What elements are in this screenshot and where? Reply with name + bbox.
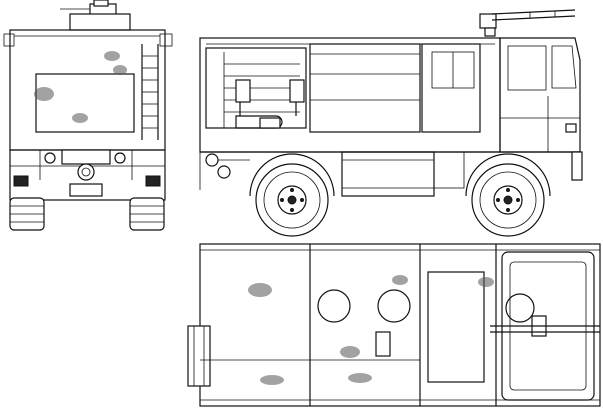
windscreen [551, 45, 577, 89]
front-wheel-arch [465, 153, 551, 197]
side-tank [309, 43, 421, 133]
side-monitor [479, 9, 576, 37]
hose-tray [427, 271, 485, 383]
rear-panel [35, 73, 135, 133]
front-bumper [571, 151, 583, 181]
rear-right-tyres [129, 197, 165, 231]
cab-door-window [507, 45, 547, 91]
rear-pump-connections [39, 149, 133, 197]
rear-ladder [141, 44, 159, 140]
rear-crew-cab [421, 43, 481, 133]
side-cab [499, 37, 581, 153]
front-wheel [471, 163, 545, 237]
side-lower-locker [341, 151, 435, 197]
side-view [199, 9, 583, 237]
rear-platform [187, 325, 391, 387]
locker-shelves [224, 63, 300, 113]
roof-hatch-left [317, 289, 351, 323]
roof-hatch-right [377, 289, 411, 323]
side-pump-piping [235, 79, 305, 129]
top-monitor [490, 293, 600, 337]
top-view [187, 243, 601, 407]
rear-left-tyres [9, 197, 45, 231]
rear-wheel-arch [249, 153, 335, 197]
rear-left-light [13, 175, 29, 187]
rear-wheel [255, 163, 329, 237]
rear-right-light [145, 175, 161, 187]
rear-view [3, 0, 173, 231]
top-outline [199, 243, 601, 407]
roof-monitor [60, 0, 131, 31]
rear-hose-reel [199, 150, 231, 190]
